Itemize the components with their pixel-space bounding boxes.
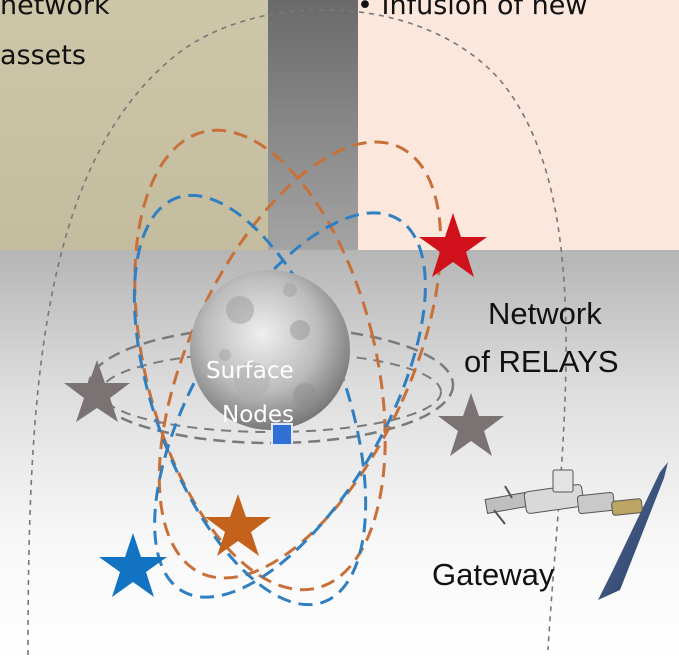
network-label-line1: Network — [488, 296, 602, 331]
surface-label-line2: Nodes — [222, 402, 294, 428]
blue-relay-star-icon — [99, 533, 167, 597]
left-text-line2: assets — [0, 40, 86, 71]
center-band — [268, 0, 358, 255]
gray-relay-star-left-icon — [64, 360, 130, 422]
left-text-line1: network — [0, 0, 110, 21]
right-bullet-text: • Infusion of new — [357, 0, 588, 21]
surface-node-marker — [271, 423, 293, 446]
blue-orbit-b — [153, 211, 427, 599]
gateway-label: Gateway — [432, 557, 555, 592]
surface-label-line1: Surface — [206, 358, 294, 384]
red-relay-star-icon — [419, 213, 487, 277]
space-station-icon — [484, 462, 668, 600]
left-panel — [0, 0, 268, 255]
network-label-line2: of RELAYS — [464, 344, 619, 379]
right-panel — [358, 0, 679, 255]
orange-orbit-a — [133, 128, 387, 592]
moon-icon — [190, 270, 350, 430]
gray-relay-star-right-icon — [438, 393, 504, 456]
outer-orbit — [27, 9, 567, 656]
orange-relay-star-icon — [205, 494, 271, 556]
